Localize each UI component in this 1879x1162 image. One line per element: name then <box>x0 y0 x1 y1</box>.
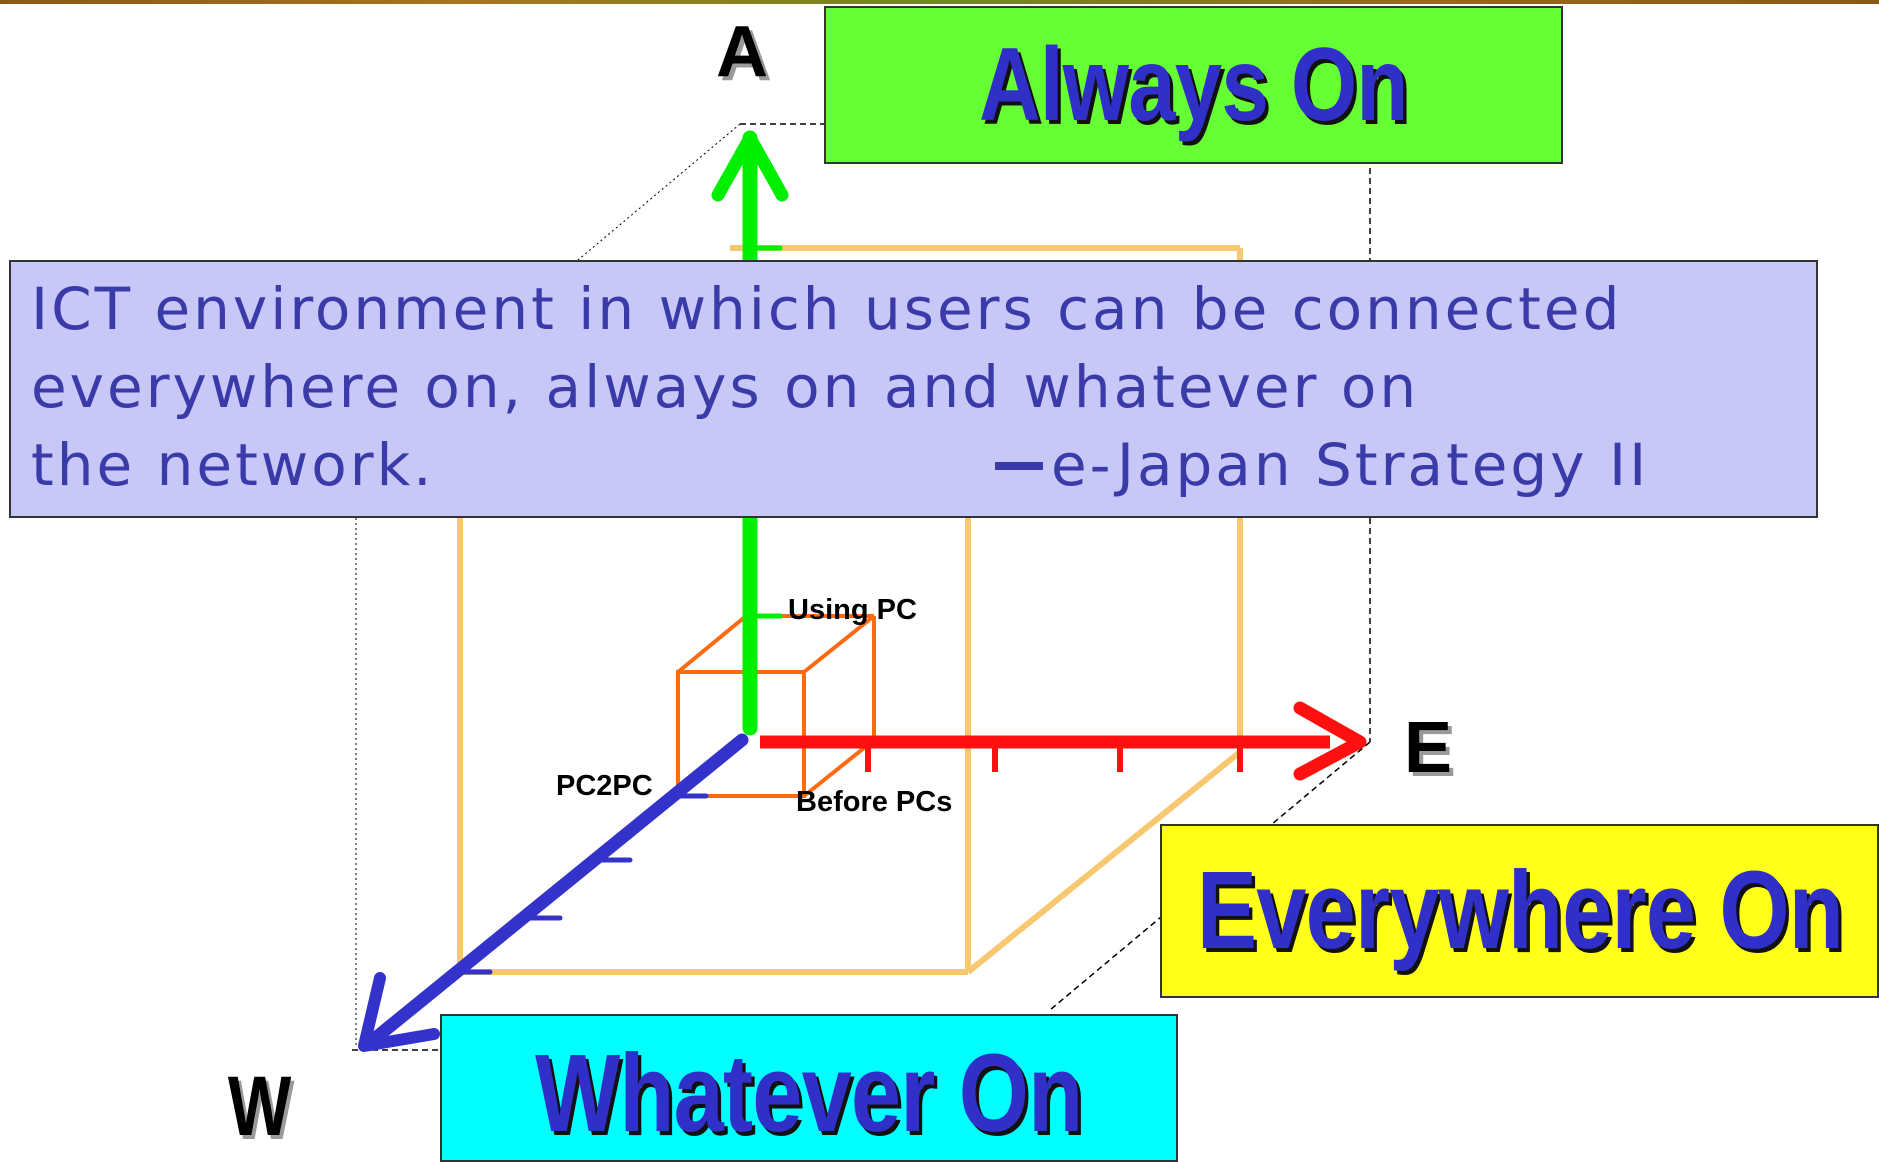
marker-using-pc: Using PC <box>788 594 917 626</box>
quote-source: e-Japan Strategy II <box>1051 431 1650 499</box>
quote-line-3: the network. <box>31 431 435 499</box>
everywhere-axis <box>760 701 1367 781</box>
whatever-on-label: Whatever On <box>535 1032 1083 1155</box>
everywhere-on-label: Everywhere On <box>1196 849 1843 972</box>
small-cube-top-right-edge <box>802 614 876 674</box>
always-on-label: Always On <box>979 27 1408 143</box>
marker-pc2pc: PC2PC <box>556 770 653 802</box>
always-on-box: Always On <box>824 6 1563 164</box>
quote-box: ICT environment in which users can be co… <box>9 260 1818 518</box>
frame-top-diagonal <box>577 123 741 261</box>
quote-source-dash <box>995 462 1043 470</box>
whatever-axis <box>358 733 749 1052</box>
always-axis-arrowhead <box>711 131 789 202</box>
marker-before-pcs: Before PCs <box>796 786 953 818</box>
small-cube-bottom-right-edge <box>802 738 876 798</box>
quote-line-1: ICT environment in which users can be co… <box>31 275 1623 343</box>
axis-label-everywhere: E <box>1404 708 1453 788</box>
small-cube-top-left-edge <box>676 614 748 674</box>
small-cube-front-face <box>676 670 806 798</box>
outer-dotted-frame <box>355 123 741 1046</box>
everywhere-on-box: Everywhere On <box>1160 824 1879 998</box>
top-decor-band <box>0 0 1879 4</box>
whatever-on-box: Whatever On <box>440 1014 1178 1162</box>
quote-line-2: everywhere on, always on and whatever on <box>31 353 1420 421</box>
axis-label-always: A <box>716 12 768 92</box>
axis-label-whatever: W <box>227 1059 292 1153</box>
whatever-axis-shaft <box>371 733 749 1043</box>
everywhere-axis-arrowhead <box>1293 701 1367 781</box>
large-cube-bottom-right-diagonal <box>966 749 1242 975</box>
whatever-axis-arrowhead <box>358 972 440 1052</box>
